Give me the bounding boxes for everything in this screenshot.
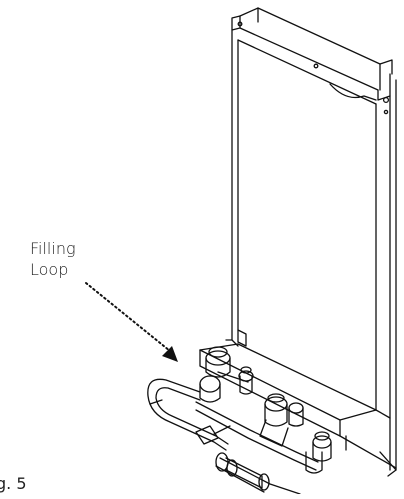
filling-loop-callout: Filling Loop bbox=[30, 238, 76, 280]
figure-label: g. 5 bbox=[0, 474, 27, 493]
callout-line-2: Loop bbox=[30, 260, 69, 279]
callout-line-1: Filling bbox=[30, 239, 76, 258]
mounting-frame bbox=[199, 7, 397, 477]
filling-loop-hose bbox=[147, 378, 229, 451]
leader-arrow bbox=[85, 282, 178, 362]
pipe-manifold bbox=[195, 346, 332, 495]
